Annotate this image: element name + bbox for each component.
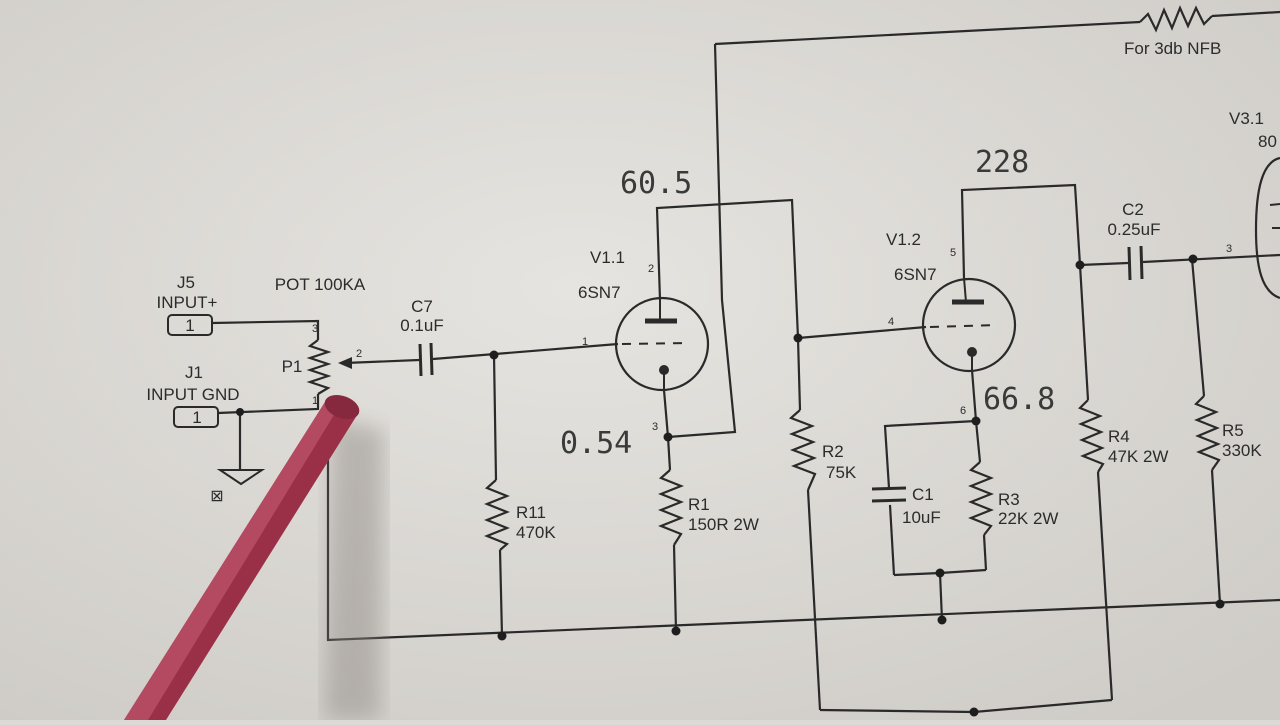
pointer-pen bbox=[124, 394, 384, 720]
v12-triode-icon bbox=[921, 277, 1017, 373]
v11-cathode-voltage: 0.54 bbox=[560, 426, 632, 461]
r11-value: 470K bbox=[516, 523, 556, 542]
c1-name: C1 bbox=[912, 485, 934, 504]
nfb-note: For 3db NFB bbox=[1124, 39, 1221, 58]
j1-desc: INPUT GND bbox=[146, 385, 239, 404]
p1-resistor-icon bbox=[306, 339, 332, 395]
v11-plate-voltage: 60.5 bbox=[620, 166, 692, 201]
r11-resistor-icon bbox=[484, 479, 510, 551]
p1-pin3: 3 bbox=[312, 323, 318, 335]
v12-pin6: 6 bbox=[960, 405, 966, 417]
r2-resistor-icon bbox=[788, 409, 818, 491]
v11-type: 6SN7 bbox=[578, 283, 621, 302]
v12-name: V1.2 bbox=[886, 230, 921, 249]
v12-pin4: 4 bbox=[888, 316, 894, 328]
r1-name: R1 bbox=[688, 495, 710, 514]
v11-pin1: 1 bbox=[582, 336, 588, 348]
v11-pin2: 2 bbox=[648, 263, 654, 275]
j1-connector: 1 bbox=[173, 406, 219, 428]
v11-pin3: 3 bbox=[652, 421, 658, 433]
j5-pin: 1 bbox=[185, 316, 194, 335]
r5-name: R5 bbox=[1222, 421, 1244, 440]
r4-name: R4 bbox=[1108, 427, 1130, 446]
r1-resistor-icon bbox=[658, 469, 684, 546]
p1-pin1: 1 bbox=[312, 395, 318, 407]
junction-dots bbox=[236, 254, 1225, 717]
v11-name: V1.1 bbox=[590, 248, 625, 267]
v31-pin3: 3 bbox=[1226, 243, 1232, 255]
c1-capacitor-icon bbox=[871, 486, 907, 503]
r3-resistor-icon bbox=[968, 461, 994, 536]
v12-pin5: 5 bbox=[950, 247, 956, 259]
r2-name: R2 bbox=[822, 442, 844, 461]
j5-connector: 1 bbox=[167, 314, 213, 336]
c2-name: C2 bbox=[1122, 200, 1144, 219]
v31-tube-icon bbox=[1254, 156, 1280, 300]
c1-value: 10uF bbox=[902, 508, 941, 527]
r4-value: 47K 2W bbox=[1108, 447, 1168, 466]
pot-desc: POT 100KA bbox=[275, 275, 366, 294]
r5-value: 330K bbox=[1222, 441, 1262, 460]
nfb-resistor-icon bbox=[1139, 5, 1213, 33]
r2-value: 75K bbox=[826, 463, 857, 482]
r11-name: R11 bbox=[516, 503, 546, 522]
v12-type: 6SN7 bbox=[894, 265, 937, 284]
v12-plate-voltage: 228 bbox=[975, 145, 1029, 180]
c7-name: C7 bbox=[411, 297, 433, 316]
c7-capacitor-icon bbox=[418, 342, 434, 377]
v31-type-partial: 80 bbox=[1258, 132, 1277, 151]
r5-resistor-icon bbox=[1194, 395, 1221, 471]
r4-resistor-icon bbox=[1078, 399, 1105, 473]
v12-cathode-voltage: 66.8 bbox=[983, 382, 1055, 417]
p1-pin2: 2 bbox=[356, 348, 362, 360]
r1-value: 150R 2W bbox=[688, 515, 759, 534]
j1-pin: 1 bbox=[192, 408, 201, 427]
j1-name: J1 bbox=[185, 363, 203, 382]
j5-desc: INPUT+ bbox=[157, 293, 218, 312]
c7-value: 0.1uF bbox=[400, 316, 443, 335]
v31-name: V3.1 bbox=[1229, 109, 1264, 128]
c2-value: 0.25uF bbox=[1108, 220, 1161, 239]
j5-name: J5 bbox=[177, 273, 195, 292]
r3-value: 22K 2W bbox=[998, 509, 1058, 528]
v11-triode-icon bbox=[614, 296, 710, 392]
ground-mark: ⊠ bbox=[210, 488, 223, 505]
p1-name: P1 bbox=[282, 357, 303, 376]
r3-name: R3 bbox=[998, 490, 1020, 509]
c2-capacitor-icon bbox=[1127, 245, 1144, 281]
